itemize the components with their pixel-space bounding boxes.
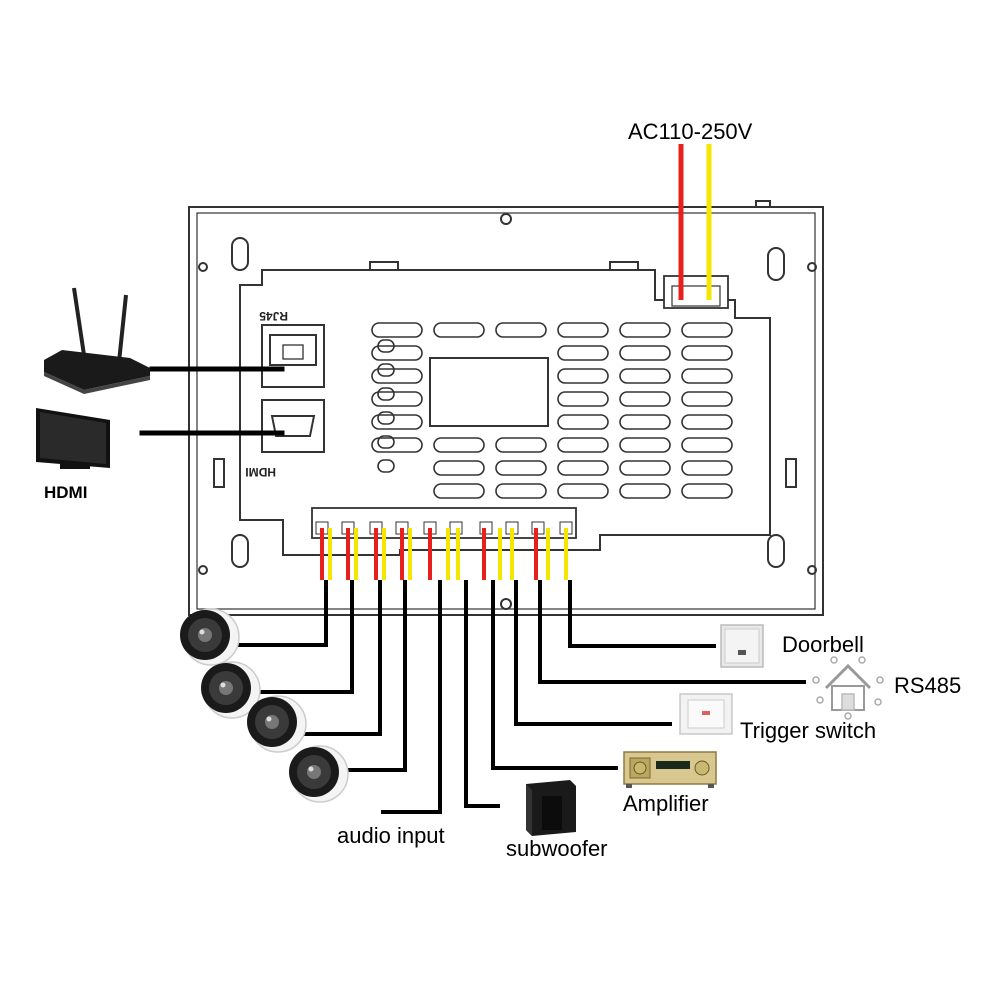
vent-slot	[681, 414, 733, 430]
vent-slot	[619, 414, 671, 430]
vent-slot	[681, 460, 733, 476]
vent-slot	[557, 391, 609, 407]
audio-input-cable	[381, 580, 442, 814]
vent-grid	[371, 322, 733, 499]
vent-slot	[377, 411, 395, 425]
vent-slot	[619, 322, 671, 338]
vent-slot	[377, 387, 395, 401]
vent-slot	[433, 483, 485, 499]
vent-slot	[377, 459, 395, 473]
vent-slot	[619, 345, 671, 361]
speaker-4-cable	[334, 580, 407, 772]
vent-slot	[557, 368, 609, 384]
vent-slot	[557, 345, 609, 361]
ceiling-speaker-icon	[289, 745, 349, 803]
speaker-1-cable	[226, 580, 328, 647]
ceiling-speaker-icon	[180, 608, 240, 666]
vent-slot	[681, 437, 733, 453]
rs485-label: RS485	[894, 673, 961, 698]
trigger-switch-label: Trigger switch	[740, 718, 876, 743]
wall-switch-icon	[679, 693, 733, 735]
vent-slot	[433, 460, 485, 476]
vent-slot	[495, 460, 547, 476]
vent-slot	[371, 322, 423, 338]
amplifier-icon	[623, 751, 717, 788]
speaker-2-cable	[246, 580, 354, 694]
vent-slot	[619, 483, 671, 499]
vent-slot	[371, 368, 423, 384]
vent-slot	[495, 322, 547, 338]
doorbell-button-icon	[720, 624, 764, 668]
amplifier-cable	[491, 580, 618, 770]
hdmi-port	[261, 399, 325, 453]
ceiling-speaker-icon	[247, 695, 307, 753]
vent-slot	[619, 391, 671, 407]
vent-slot	[495, 437, 547, 453]
vent-slot	[557, 322, 609, 338]
vent-slot	[371, 391, 423, 407]
monitor-icon	[36, 408, 110, 469]
subwoofer-label: subwoofer	[506, 836, 608, 861]
doorbell-cable	[568, 580, 716, 648]
vent-slot	[681, 391, 733, 407]
router-icon	[44, 287, 150, 394]
vent-slot	[681, 368, 733, 384]
trigger-switch-cable	[514, 580, 672, 726]
audio-input-label: audio input	[337, 823, 445, 848]
vent-slot	[681, 483, 733, 499]
vent-slot	[681, 322, 733, 338]
vent-slot	[619, 460, 671, 476]
vent-slot	[557, 437, 609, 453]
cables	[139, 366, 285, 436]
speaker-3-cable	[294, 580, 382, 736]
rj45-port	[261, 324, 325, 388]
vent-slot	[377, 435, 395, 449]
vent-slot	[619, 437, 671, 453]
ceiling-speaker-icon	[201, 661, 261, 719]
hdmi-port-label: HDMI	[245, 465, 276, 479]
vent-slot	[557, 460, 609, 476]
vent-slot	[377, 339, 395, 353]
power-wires	[678, 144, 712, 300]
hdmi-device-label: HDMI	[44, 483, 87, 502]
smart-home-icon	[812, 656, 884, 720]
vent-slot	[433, 322, 485, 338]
doorbell-label: Doorbell	[782, 632, 864, 657]
subwoofer-icon	[526, 780, 576, 836]
amplifier-label: Amplifier	[623, 791, 709, 816]
vent-slot	[681, 345, 733, 361]
rs485-cable	[538, 580, 806, 684]
ceiling-speakers	[180, 608, 349, 803]
terminal-wires	[226, 528, 806, 814]
vent-slot	[371, 414, 423, 430]
vent-slot	[377, 363, 395, 377]
subwoofer-cable	[464, 580, 500, 808]
vent-slot	[619, 368, 671, 384]
vent-slot	[557, 414, 609, 430]
center-chip	[429, 357, 549, 427]
power-label: AC110-250V	[628, 119, 753, 144]
rj45-port-label: RJ45	[259, 309, 288, 323]
vent-slot	[433, 437, 485, 453]
vent-slot	[371, 437, 423, 453]
vent-slot	[371, 345, 423, 361]
vent-slot	[495, 483, 547, 499]
vent-slot	[557, 483, 609, 499]
power-terminal-block	[663, 275, 729, 309]
